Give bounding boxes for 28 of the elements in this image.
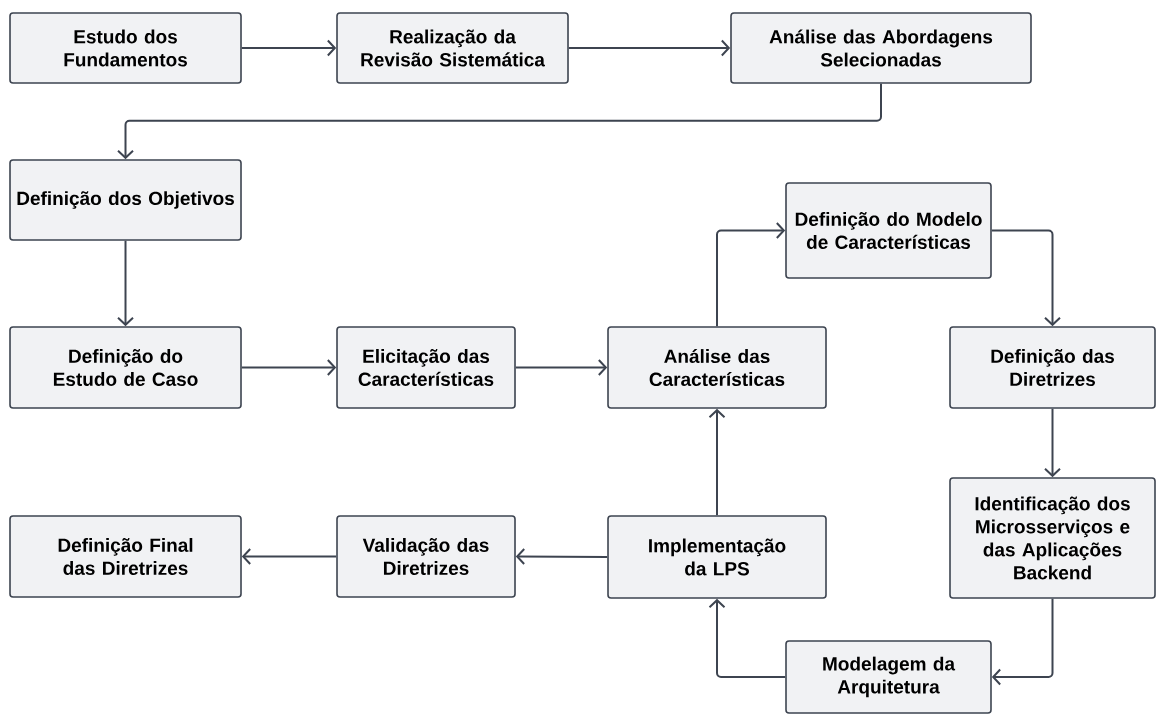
arrow <box>567 39 731 57</box>
arrow <box>991 597 1054 686</box>
arrow <box>241 548 338 565</box>
process-box: Implementação da LPS <box>607 515 827 599</box>
arrow <box>117 239 134 327</box>
arrow <box>240 39 337 57</box>
process-box: Identificação dos Microsserviços e das Aplicações Backend <box>949 477 1156 599</box>
arrow <box>515 548 609 566</box>
process-box: Análise das Características <box>607 326 827 409</box>
arrow <box>240 359 337 376</box>
process-box: Definição dos Objetivos <box>9 159 242 241</box>
arrow <box>708 598 787 678</box>
process-box: Definição das Diretrizes <box>949 326 1156 409</box>
arrow <box>514 359 608 376</box>
arrow <box>1044 407 1061 478</box>
process-box: Estudo dos Fundamentos <box>9 12 242 84</box>
process-box: Definição do Estudo de Caso <box>9 326 242 409</box>
arrow <box>990 229 1061 327</box>
arrow <box>716 222 786 328</box>
process-box: Definição Final das Diretrizes <box>9 515 242 598</box>
process-box: Análise das Abordagens Selecionadas <box>730 12 1032 84</box>
process-box: Modelagem da Arquitetura <box>785 640 992 714</box>
process-box: Validação das Diretrizes <box>336 515 516 598</box>
arrow <box>117 82 882 160</box>
process-box: Elicitação das Características <box>336 326 516 409</box>
process-box: Definição do Modelo de Características <box>785 182 992 279</box>
arrow <box>708 408 726 517</box>
process-box: Realização da Revisão Sistemática <box>336 12 569 84</box>
